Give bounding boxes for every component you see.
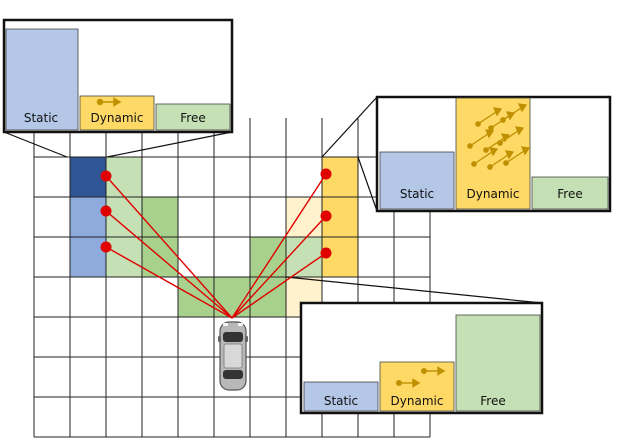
bar-static [303, 381, 379, 412]
cell-free-light [106, 197, 142, 237]
bar-free [531, 176, 609, 210]
label-static: Static [324, 394, 358, 408]
label-free: Free [557, 187, 582, 201]
label-static: Static [400, 187, 434, 201]
label-static: Static [24, 111, 58, 125]
motion-arrow-icon [96, 97, 122, 107]
cell-static-dark [70, 157, 106, 197]
label-free: Free [480, 394, 505, 408]
label-dynamic: Dynamic [391, 394, 444, 408]
hit-point [320, 247, 332, 259]
motion-arrow-icon [467, 103, 531, 170]
cell-dynamic-light [286, 197, 322, 237]
histogram-panel-top-right: Static Dynamic Free [375, 95, 612, 213]
ray [231, 252, 327, 319]
cell-free-mid [250, 277, 286, 317]
motion-arrow-icon [396, 366, 446, 388]
label-dynamic: Dynamic [91, 111, 144, 125]
bar-free [155, 103, 231, 131]
ray [231, 173, 327, 319]
bar-static [379, 151, 455, 210]
ray [105, 246, 233, 319]
car-icon [218, 321, 248, 391]
hit-point [320, 210, 332, 222]
label-free: Free [180, 111, 205, 125]
cell-free-light [286, 237, 322, 277]
label-dynamic: Dynamic [467, 187, 520, 201]
cell-static-mid [70, 197, 106, 237]
ray [231, 215, 327, 319]
ray-hit-points [100, 168, 332, 259]
bar-static [5, 28, 79, 131]
hit-point [100, 241, 112, 253]
histogram-panel-top-left: Static Dynamic Free [2, 18, 234, 134]
cell-free-light [106, 157, 142, 197]
sensor-rays [105, 173, 327, 319]
hit-point [320, 168, 332, 180]
histogram-panel-bottom-right: Static Dynamic Free [299, 301, 544, 415]
ray [105, 175, 233, 319]
hit-point [100, 170, 112, 182]
ray [105, 210, 233, 319]
bar-free [455, 314, 541, 412]
cell-static-mid [70, 237, 106, 277]
hit-point [100, 205, 112, 217]
cell-free-mid [142, 197, 178, 237]
